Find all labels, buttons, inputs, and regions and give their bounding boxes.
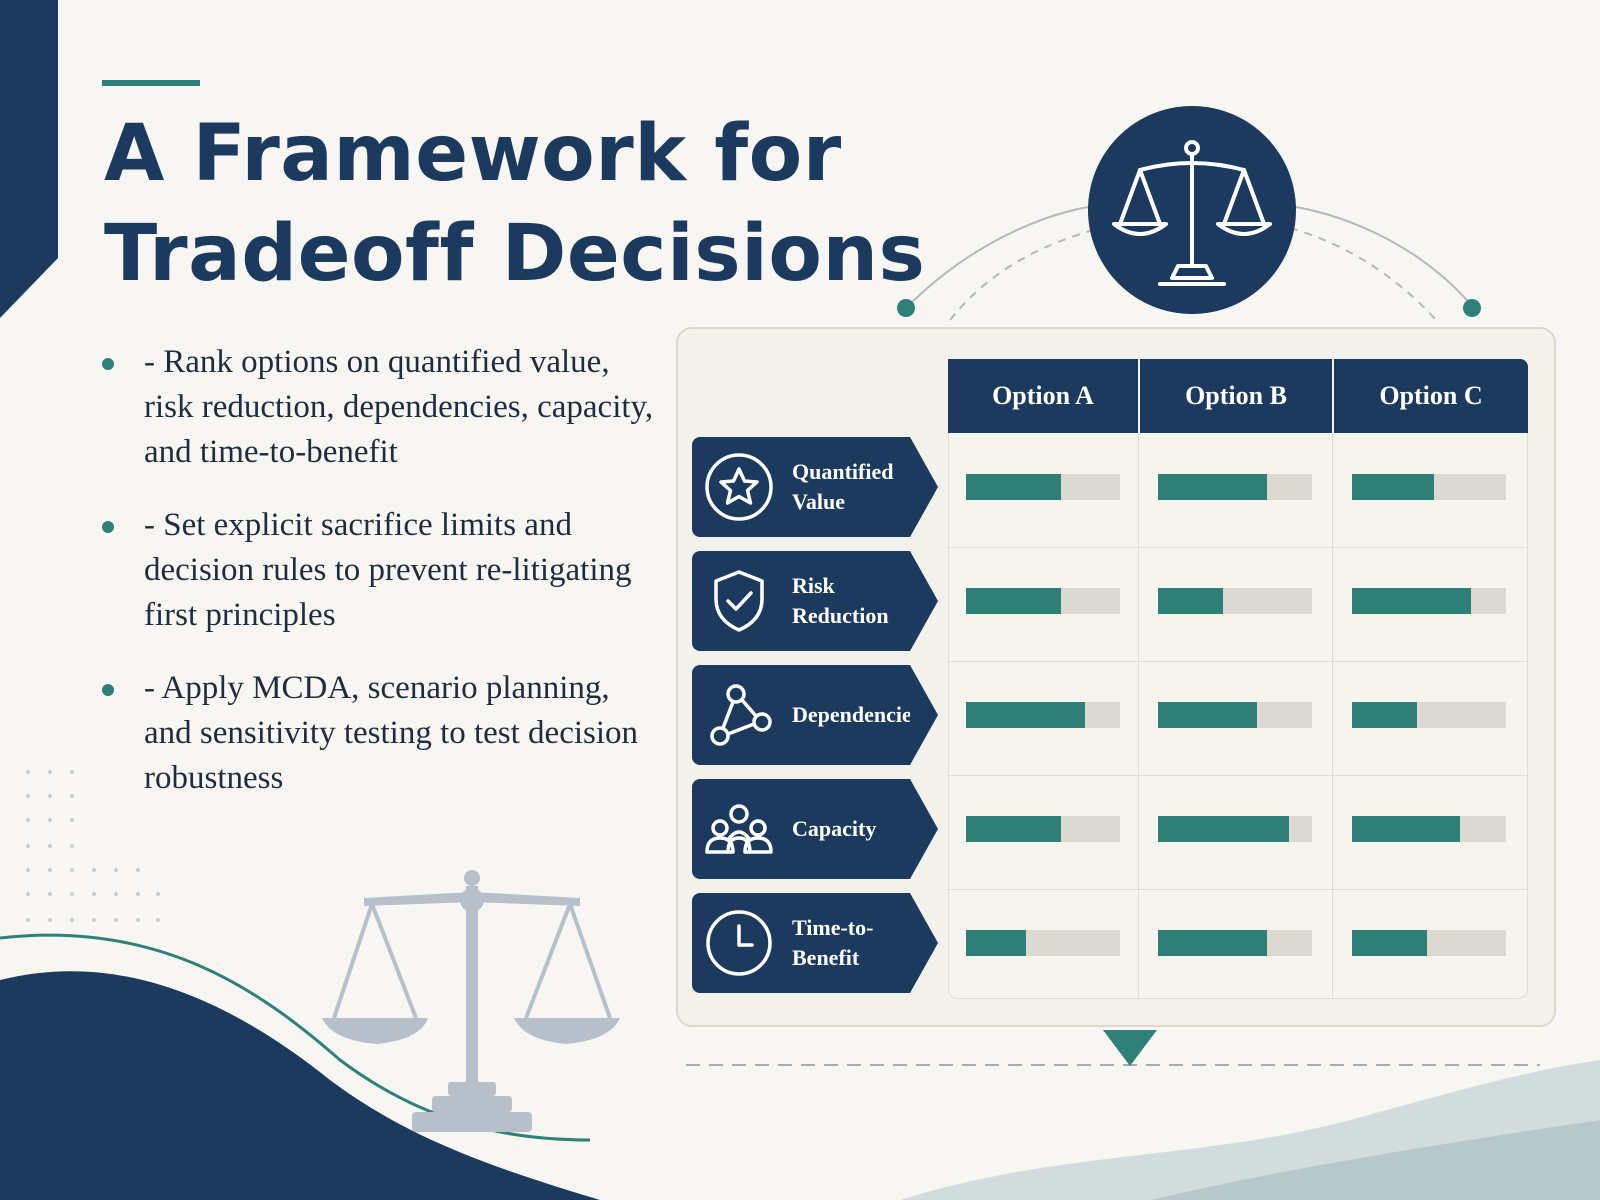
score-bar-fill [1352,930,1428,956]
score-bar-fill [1352,588,1471,614]
score-bar-capacity-option-b [1158,816,1312,842]
bullet-item: - Apply MCDA, scenario planning, and sen… [100,666,660,801]
clock-icon [706,910,772,976]
star-icon [705,453,773,521]
bullet-dot [102,521,114,533]
bullet-item: - Rank options on quantified value, risk… [100,340,660,475]
criterion-label-quantified-value: Quantified Value [692,437,938,537]
score-bar-dependencies-option-a [966,702,1120,728]
shield-check-icon [714,570,764,632]
score-bar-quantified-value-option-b [1158,474,1312,500]
score-bar-fill [966,474,1062,500]
score-bar-time-to-benefit-option-c [1352,930,1506,956]
score-bar-time-to-benefit-option-a [966,930,1120,956]
score-bar-time-to-benefit-option-b [1158,930,1312,956]
title-accent-line [102,80,200,86]
grid-row-divider [948,661,1528,662]
score-bar-fill [1158,930,1268,956]
bullet-dot [102,358,114,370]
bullet-text: - Rank options on quantified value, risk… [144,344,654,470]
score-bar-quantified-value-option-a [966,474,1120,500]
score-bar-fill [1158,816,1289,842]
criterion-label-time-to-benefit: Time-to-Benefit [692,893,938,993]
score-bar-dependencies-option-b [1158,702,1312,728]
score-bar-fill [1158,588,1223,614]
score-bar-fill [1158,474,1268,500]
score-bar-quantified-value-option-c [1352,474,1506,500]
score-bar-fill [966,930,1027,956]
column-header-option-b: Option B [1140,359,1332,433]
score-bar-risk-reduction-option-b [1158,588,1312,614]
score-bar-risk-reduction-option-a [966,588,1120,614]
score-bar-fill [1352,816,1460,842]
criterion-label-dependencies: Dependencies [692,665,938,765]
matrix-grid [948,359,1528,999]
score-bar-capacity-option-c [1352,816,1506,842]
score-bar-fill [966,588,1062,614]
grid-row-divider [948,547,1528,548]
column-header-option-c: Option C [1334,359,1528,433]
bullet-text: - Apply MCDA, scenario planning, and sen… [144,670,639,796]
criterion-label-text: Dependencies [792,702,921,727]
criterion-label-text: Capacity [792,816,877,841]
grid-row-divider [948,775,1528,776]
grid-column-divider [1332,433,1333,999]
score-bar-fill [1158,702,1257,728]
score-bar-dependencies-option-c [1352,702,1506,728]
balance-scale-icon [322,870,620,1132]
column-header-option-a: Option A [948,359,1138,433]
bullet-text: - Set explicit sacrifice limits and deci… [144,507,632,633]
criterion-label-capacity: Capacity [692,779,938,879]
title-line-2: Tradeoff Decisions [104,209,926,299]
criterion-label-risk-reduction: Risk Reduction [692,551,938,651]
criterion-label-text: Risk Reduction [792,573,889,628]
score-bar-fill [1352,702,1417,728]
people-group-icon [705,804,773,854]
criterion-label-text: Time-to-Benefit [792,915,874,970]
score-bar-risk-reduction-option-c [1352,588,1506,614]
grid-column-divider [1138,433,1139,999]
bullet-item: - Set explicit sacrifice limits and deci… [100,503,660,638]
bullet-dot [102,684,114,696]
score-bar-fill [966,816,1062,842]
criterion-label-text: Quantified Value [792,459,894,514]
bullet-list: - Rank options on quantified value, risk… [100,340,660,829]
score-bar-fill [966,702,1085,728]
page-title: A Framework for Tradeoff Decisions [104,104,925,304]
grid-row-divider [948,889,1528,890]
title-line-1: A Framework for [104,109,842,199]
balance-scale-icon [1088,106,1296,314]
score-bar-capacity-option-a [966,816,1120,842]
score-bar-fill [1352,474,1434,500]
network-nodes-icon [710,684,772,746]
